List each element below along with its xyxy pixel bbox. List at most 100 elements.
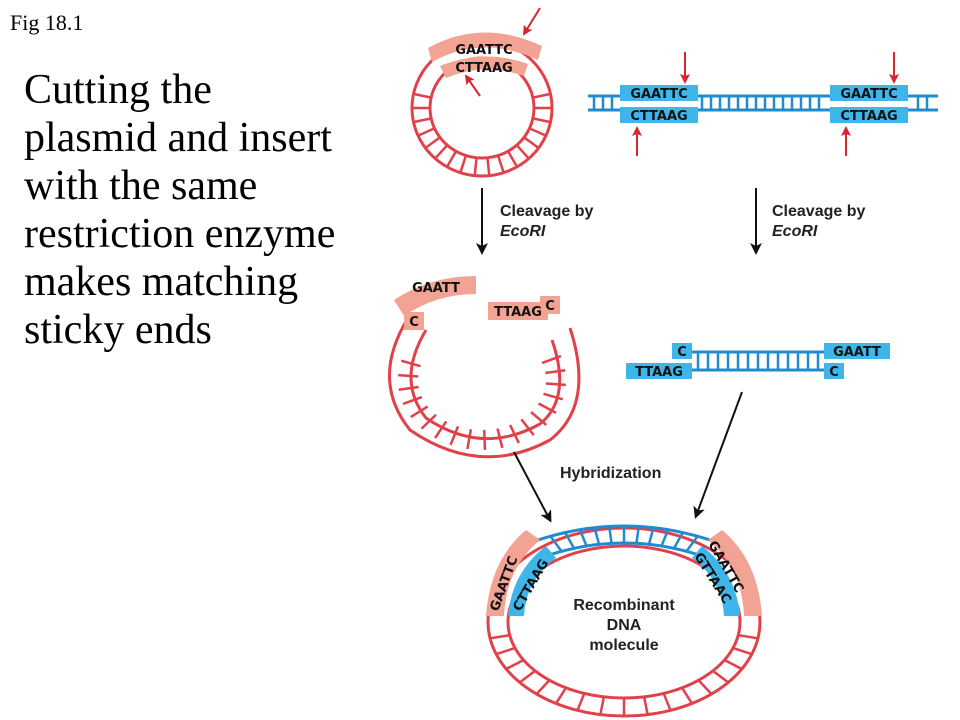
caption-line: makes matching bbox=[24, 259, 299, 305]
base-pair-rung bbox=[732, 646, 753, 656]
caption-line: Cutting the bbox=[24, 67, 212, 113]
cut-plasmid-left-box bbox=[394, 276, 476, 316]
base-pair-rung bbox=[532, 92, 551, 99]
cleavage-label-left: Cleavage by bbox=[500, 203, 593, 220]
base-pair-rung bbox=[519, 669, 536, 684]
cut-plasmid: GAATT C C TTAAG bbox=[388, 276, 581, 459]
cut-plasmid-right-top: C bbox=[545, 299, 555, 314]
base-pair-rung bbox=[545, 369, 566, 375]
cut-plasmid-left-top: GAATT bbox=[412, 281, 460, 296]
base-pair-rung bbox=[449, 425, 460, 446]
base-pair-rung bbox=[520, 418, 535, 436]
recombinant-label-2: DNA bbox=[607, 617, 642, 634]
intact-plasmid: GAATTC CTTAAG bbox=[410, 7, 554, 178]
hybridization-arrow-right bbox=[693, 391, 743, 519]
insert-left-site-top: GAATTC bbox=[630, 87, 687, 102]
plasmid-site-bottom: CTTAAG bbox=[455, 61, 512, 76]
insert-right-site-top: GAATTC bbox=[840, 87, 897, 102]
base-pair-rung bbox=[486, 157, 491, 176]
base-pair-rung bbox=[482, 429, 487, 451]
cleavage-enzyme-right: EcoRI bbox=[772, 223, 818, 240]
base-pair-rung bbox=[466, 429, 473, 450]
base-pair-rung bbox=[685, 535, 699, 553]
cut-insert-right-top: GAATT bbox=[833, 345, 881, 360]
figure-label: Fig 18.1 bbox=[10, 10, 84, 35]
base-pair-rung bbox=[413, 117, 432, 124]
base-pair-rung bbox=[506, 150, 519, 168]
base-pair-rung bbox=[505, 658, 525, 671]
base-pair-rung bbox=[672, 531, 684, 549]
base-pair-rung bbox=[712, 669, 729, 684]
base-pair-rung bbox=[424, 136, 441, 149]
base-pair-rung bbox=[554, 687, 568, 705]
cut-plasmid-right-bottom: TTAAG bbox=[494, 305, 542, 320]
base-pair-rung bbox=[537, 402, 557, 414]
base-pair-rung bbox=[697, 679, 713, 695]
cut-insert-right-bottom: C bbox=[829, 365, 839, 380]
cleavage-label-right: Cleavage by bbox=[772, 203, 865, 220]
cut-insert-left-bottom: TTAAG bbox=[635, 365, 683, 380]
base-pair-rung bbox=[593, 527, 601, 545]
base-pair-rung bbox=[535, 679, 551, 695]
recomb-right-inner-box bbox=[692, 546, 740, 616]
base-pair-rung bbox=[515, 144, 530, 160]
cut-arrow-bottom bbox=[464, 74, 481, 97]
insert-dna: GAATTC CTTAAG GAATTC CTTAAG bbox=[588, 52, 938, 156]
plasmid-site-box-bottom bbox=[440, 56, 528, 78]
base-pair-rung bbox=[459, 155, 468, 174]
base-pair-rung bbox=[660, 529, 670, 547]
plasmid-site-top: GAATTC bbox=[455, 43, 512, 58]
caption: Cutting the plasmid and insert with the … bbox=[24, 66, 384, 354]
insert-right-site-bottom: CTTAAG bbox=[840, 109, 897, 124]
caption-line: plasmid and insert bbox=[24, 115, 332, 161]
recombinant-molecule: GAATTC CTTAAG GAATTC GTTAAC Recombinant … bbox=[486, 524, 762, 718]
recombinant-label-1: Recombinant bbox=[573, 597, 675, 614]
base-pair-rung bbox=[549, 535, 563, 553]
base-pair-rung bbox=[420, 413, 437, 430]
base-pair-rung bbox=[543, 392, 564, 401]
base-pair-rung bbox=[400, 359, 421, 368]
plasmid-site-box-top bbox=[428, 32, 542, 62]
base-pair-rung bbox=[434, 144, 449, 160]
base-pair-rung bbox=[642, 696, 649, 715]
base-pair-rung bbox=[608, 526, 613, 544]
base-pair-rung bbox=[647, 527, 655, 545]
base-pair-rung bbox=[599, 696, 606, 715]
recomb-left-outer-box bbox=[486, 530, 540, 616]
recomb-right-outer-box bbox=[708, 530, 762, 616]
base-pair-rung bbox=[489, 633, 510, 640]
base-pair-rung bbox=[413, 92, 432, 99]
base-pair-rung bbox=[445, 150, 458, 168]
base-pair-rung bbox=[508, 424, 520, 444]
hybridization-arrow-left bbox=[513, 451, 552, 523]
base-pair-rung bbox=[398, 385, 419, 391]
base-pair-rung bbox=[528, 127, 547, 137]
cut-insert: C TTAAG GAATT C bbox=[626, 343, 890, 380]
base-pair-rung bbox=[495, 646, 516, 656]
hybridization-label: Hybridization bbox=[560, 465, 661, 482]
caption-line: restriction enzyme bbox=[24, 211, 336, 257]
base-pair-rung bbox=[530, 411, 548, 426]
base-pair-rung bbox=[532, 117, 551, 124]
cut-insert-left-top: C bbox=[677, 345, 687, 360]
base-pair-rung bbox=[417, 127, 436, 137]
base-pair-rung bbox=[523, 136, 540, 149]
base-pair-rung bbox=[564, 531, 576, 549]
base-pair-rung bbox=[576, 692, 586, 711]
base-pair-rung bbox=[402, 395, 423, 406]
base-pair-rung bbox=[545, 382, 566, 387]
recomb-left-inner-box bbox=[508, 546, 556, 616]
cut-arrow-top bbox=[522, 7, 541, 36]
base-pair-rung bbox=[723, 658, 743, 671]
cut-plasmid-left-bottom: C bbox=[409, 315, 419, 330]
base-pair-rung bbox=[541, 354, 562, 365]
base-pair-rung bbox=[433, 420, 448, 439]
base-pair-rung bbox=[738, 633, 759, 640]
base-pair-rung bbox=[410, 405, 429, 419]
base-pair-rung bbox=[398, 373, 419, 378]
caption-line: sticky ends bbox=[24, 307, 212, 353]
cleavage-enzyme-left: EcoRI bbox=[500, 223, 546, 240]
recombinant-label-3: molecule bbox=[589, 637, 658, 654]
base-pair-rung bbox=[578, 529, 588, 547]
